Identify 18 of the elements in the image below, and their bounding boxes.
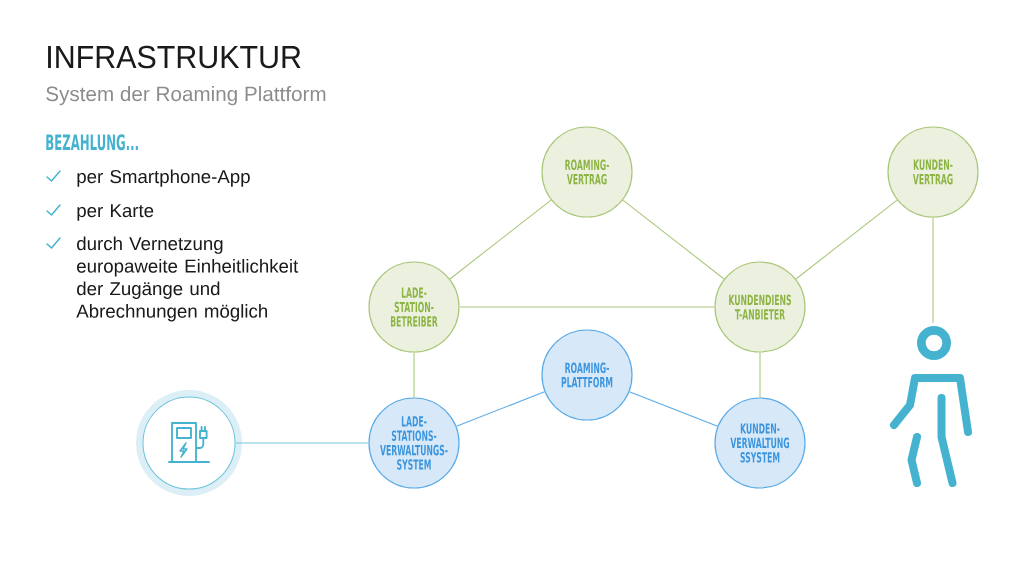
person-icon [890,326,972,487]
bullet-text: per Smartphone-App [77,169,250,187]
connector-line [234,442,369,444]
connector-line [622,199,725,280]
charging-station-icon [136,390,242,496]
connector-line [449,199,552,280]
connector-line [413,352,415,398]
connector-line [932,217,934,324]
connector-line [628,391,719,427]
section-heading: BEZAHLUNG... [46,134,138,151]
bullet-text: per Karte [77,204,154,221]
connector-line [759,352,761,398]
slide-title: INFRASTRUKTUR [48,45,301,69]
connector-line [795,199,898,280]
subtitle: System der Roaming Plattform [46,86,326,106]
bullet-text: durch Vernetzung europaweite Einheitlichkeit der Zugänge und Abrechnungen möglich [76,236,299,322]
connector-line [459,306,715,308]
connector-line [455,391,546,427]
